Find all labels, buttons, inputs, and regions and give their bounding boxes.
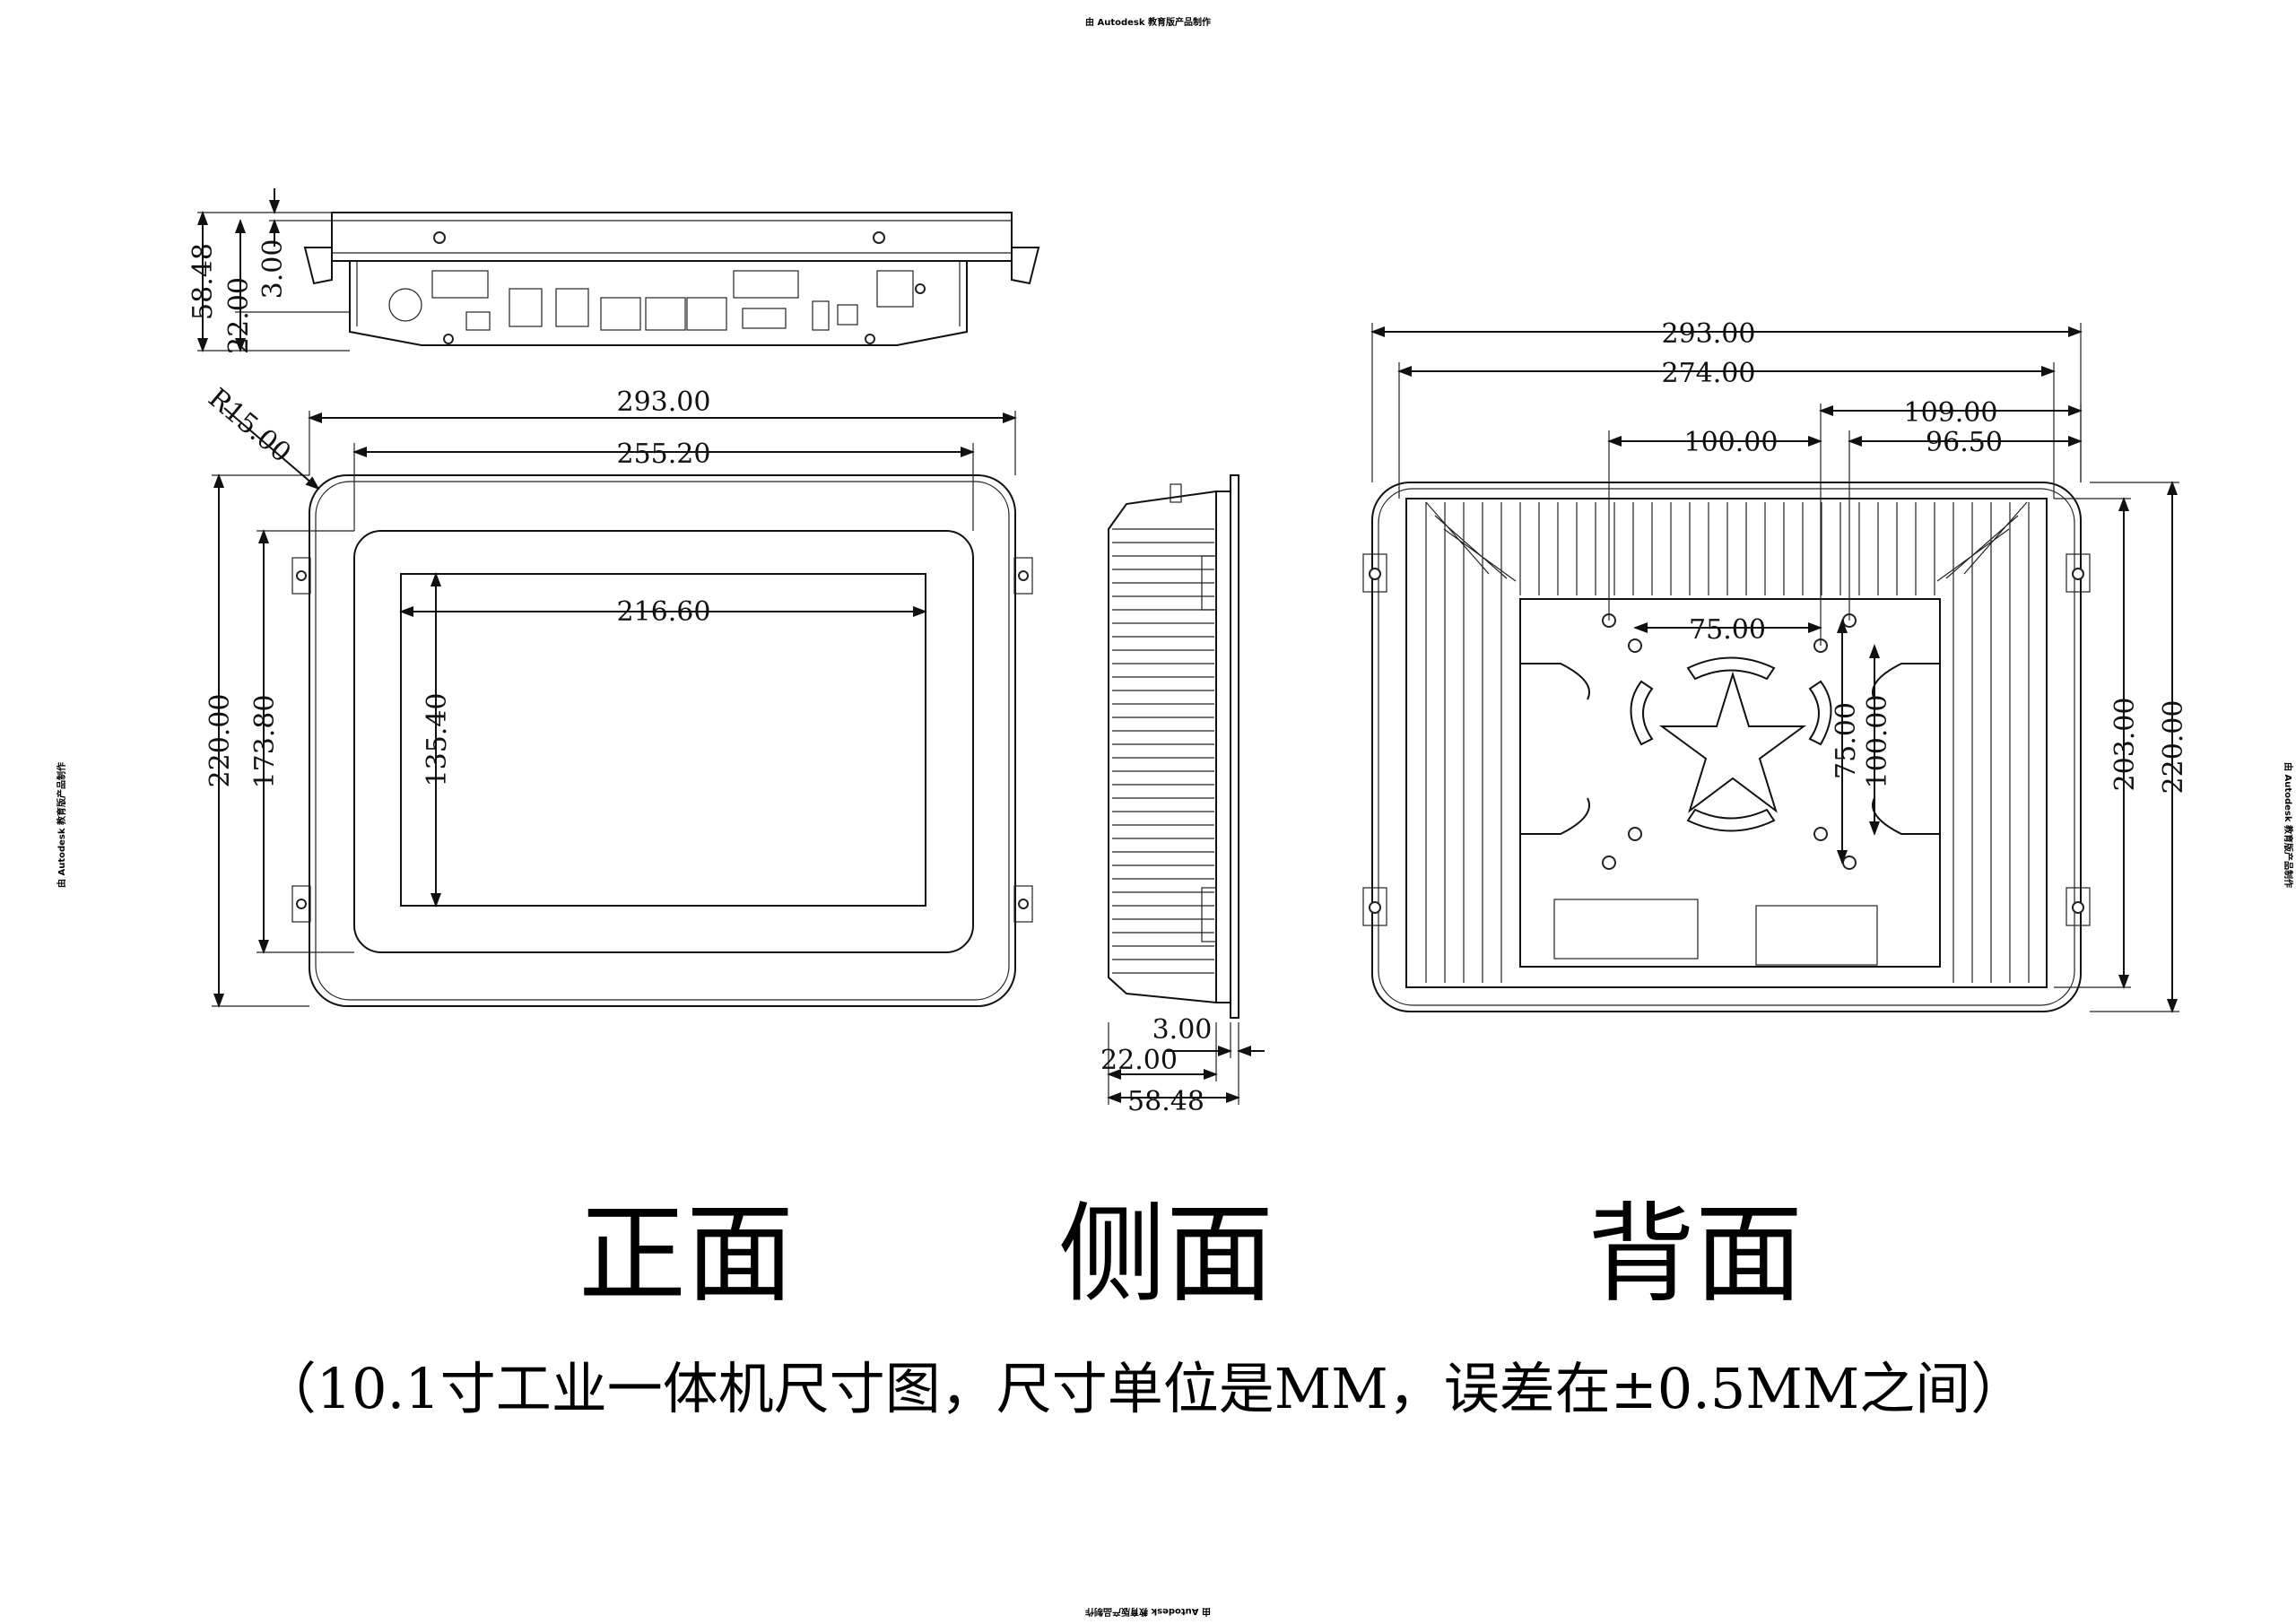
back-fins bbox=[1425, 502, 2030, 983]
back-view: 293.00 274.00 109.00 100.00 96.50 75.00 … bbox=[1362, 318, 2189, 1013]
back-view-title: 背面 bbox=[1587, 1193, 1803, 1317]
front-bezel-width-label: 255.20 bbox=[617, 439, 711, 470]
caption: （10.1寸工业一体机尺寸图，尺寸单位是MM，误差在±0.5MM之间） bbox=[261, 1356, 2027, 1421]
back-vesa-right-label: 96.50 bbox=[1926, 427, 2003, 458]
front-mount-tabs bbox=[291, 557, 1033, 923]
top-view: 58.48 22.00 3.00 bbox=[187, 188, 1040, 354]
side-view: 3.00 22.00 58.48 bbox=[1100, 474, 1265, 1117]
back-offset-right-label: 109.00 bbox=[1904, 397, 1998, 429]
back-vesa-v-outer-label: 100.00 bbox=[1862, 695, 1893, 789]
back-heatsink-height-label: 203.00 bbox=[2109, 698, 2141, 792]
back-mount-tabs bbox=[1362, 553, 2091, 926]
side-body-depth-label: 22.00 bbox=[1100, 1045, 1178, 1076]
watermark-left: 由 Autodesk 教育版产品制作 bbox=[56, 762, 67, 888]
back-width-label: 293.00 bbox=[1662, 318, 1756, 350]
side-view-title: 侧面 bbox=[1058, 1193, 1274, 1317]
star-icon bbox=[1658, 671, 1807, 813]
back-height-label: 220.00 bbox=[2158, 700, 2189, 795]
side-fins bbox=[1112, 528, 1214, 974]
front-bezel-height-label: 173.80 bbox=[249, 695, 281, 789]
front-view-title: 正面 bbox=[578, 1193, 794, 1317]
front-height-label: 220.00 bbox=[204, 694, 236, 788]
back-heatsink-width-label: 274.00 bbox=[1662, 358, 1756, 389]
top-panel-thickness-label: 3.00 bbox=[257, 239, 289, 300]
back-vesa-v-inner-label: 75.00 bbox=[1831, 702, 1862, 779]
front-radius-label: R15.00 bbox=[202, 382, 297, 469]
watermark-bottom: 由 Autodesk 教育版产品制作 bbox=[1085, 1606, 1211, 1618]
back-vesa-left-label: 100.00 bbox=[1684, 427, 1779, 458]
back-vesa-inner-label: 75.00 bbox=[1689, 614, 1766, 646]
top-total-depth-label: 58.48 bbox=[187, 243, 219, 320]
front-view: R15.00 293.00 255.20 216.60 220.00 173.8… bbox=[202, 382, 1033, 1008]
side-panel-thickness-label: 3.00 bbox=[1152, 1014, 1213, 1046]
front-width-label: 293.00 bbox=[617, 386, 711, 418]
watermark-top: 由 Autodesk 教育版产品制作 bbox=[1085, 16, 1211, 28]
front-screen-height-label: 135.40 bbox=[422, 693, 453, 787]
top-body-depth-label: 22.00 bbox=[223, 277, 255, 354]
front-screen-width-label: 216.60 bbox=[617, 596, 711, 628]
side-total-depth-label: 58.48 bbox=[1127, 1086, 1205, 1117]
watermark-right: 由 Autodesk 教育版产品制作 bbox=[2283, 762, 2294, 888]
